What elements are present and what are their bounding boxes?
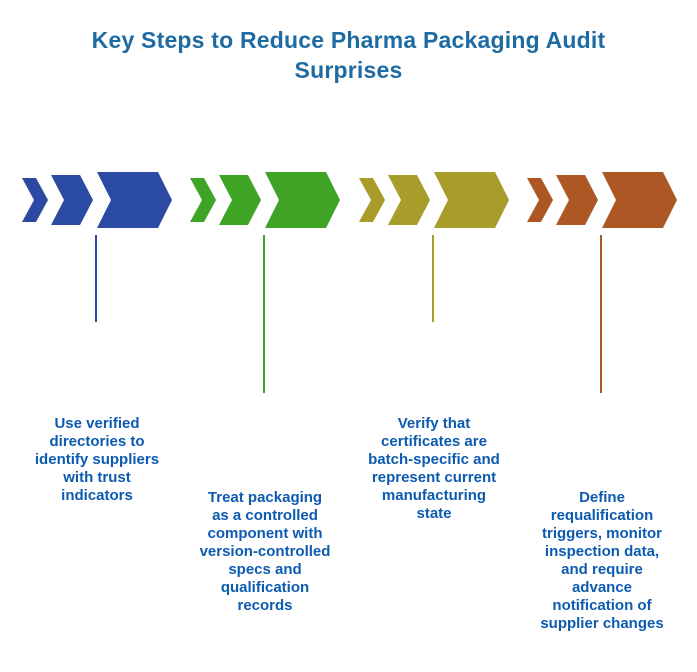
step-description: Treat packaging as a controlled componen… <box>199 489 331 614</box>
step-group-1: Use verified directories to identify sup… <box>22 172 172 642</box>
triple-chevron-icon <box>22 172 172 228</box>
arrow-large-icon <box>265 172 340 228</box>
connector-line <box>263 235 265 393</box>
step-group-2: Treat packaging as a controlled componen… <box>190 172 340 642</box>
arrow-large-icon <box>97 172 172 228</box>
triple-chevron-icon <box>359 172 509 228</box>
chevron-medium-icon <box>219 175 261 225</box>
chevron-small-icon <box>22 178 48 222</box>
chevron-medium-icon <box>388 175 430 225</box>
chevron-medium-icon <box>556 175 598 225</box>
connector-line <box>432 235 434 322</box>
chevron-small-icon <box>359 178 385 222</box>
step-description: Use verified directories to identify sup… <box>34 415 160 504</box>
step-description: Verify that certificates are batch-speci… <box>368 415 500 522</box>
step-group-3: Verify that certificates are batch-speci… <box>359 172 509 642</box>
connector-line <box>600 235 602 393</box>
triple-chevron-icon <box>190 172 340 228</box>
chevron-medium-icon <box>51 175 93 225</box>
step-description: Define requalification triggers, monitor… <box>540 489 664 632</box>
step-group-4: Define requalification triggers, monitor… <box>527 172 677 642</box>
chevron-small-icon <box>190 178 216 222</box>
triple-chevron-icon <box>527 172 677 228</box>
arrow-large-icon <box>602 172 677 228</box>
connector-line <box>95 235 97 322</box>
chevron-small-icon <box>527 178 553 222</box>
page-title: Key Steps to Reduce Pharma Packaging Aud… <box>91 27 606 83</box>
arrow-large-icon <box>434 172 509 228</box>
